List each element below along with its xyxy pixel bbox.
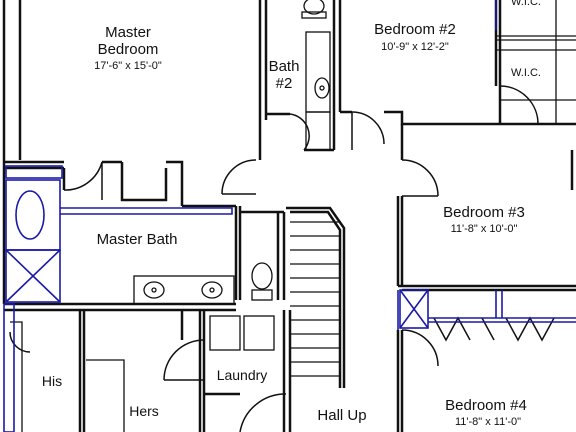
wic-label: W.I.C. <box>511 67 541 79</box>
door-wic <box>499 85 539 125</box>
stair-treads <box>290 221 340 377</box>
master-bath-label: Master Bath <box>97 231 178 248</box>
washer-dryer <box>209 315 275 351</box>
door-master-bath <box>63 161 103 191</box>
vanity-master <box>133 275 235 305</box>
sink-bath2 <box>305 31 331 113</box>
door-bath2 <box>289 113 310 151</box>
his-label: His <box>42 373 62 389</box>
door-hall-bottom <box>239 393 287 432</box>
bedroom4-label: Bedroom #4 <box>445 397 527 414</box>
master-bedroom-label-line1: Master <box>105 24 151 41</box>
master-bedroom-label-line2: Bedroom <box>98 41 159 58</box>
bath2-label-line1: Bath <box>269 58 300 75</box>
bath2-label-line2: #2 <box>276 75 293 92</box>
tub-master <box>5 179 61 251</box>
hers-label: Hers <box>129 403 159 419</box>
door-his <box>9 331 31 353</box>
door-bedroom3 <box>401 159 439 197</box>
wic-top-label: W.I.C. <box>511 0 541 8</box>
bedroom4-dims: 11'-8" x 11'-0" <box>455 416 521 428</box>
shower-master <box>5 249 61 303</box>
door-hall-bath2 <box>351 111 385 145</box>
bedroom2-dims: 10'-9" x 12'-2" <box>381 41 449 53</box>
fixtures <box>10 0 576 432</box>
door-hall-master <box>221 159 257 195</box>
room-labels: Master Bedroom 17'-6" x 15'-0" Bedroom #… <box>42 0 541 428</box>
toilet-master <box>251 262 273 301</box>
door-bedroom4 <box>401 329 439 367</box>
door-laundry <box>163 339 205 381</box>
bedroom3-label: Bedroom #3 <box>443 204 525 221</box>
doors <box>9 85 555 432</box>
laundry-label: Laundry <box>217 367 268 383</box>
bedroom3-dims: 11'-8" x 10'-0" <box>451 223 518 235</box>
hall-label: Hall Up <box>317 407 366 424</box>
highlighted-fixtures <box>3 0 576 432</box>
linen-closet <box>399 289 429 329</box>
master-bedroom-dims: 17'-6" x 15'-0" <box>94 60 162 72</box>
toilet-bath2 <box>301 0 327 19</box>
tub-bath2 <box>305 111 331 151</box>
bedroom2-label: Bedroom #2 <box>374 21 456 38</box>
